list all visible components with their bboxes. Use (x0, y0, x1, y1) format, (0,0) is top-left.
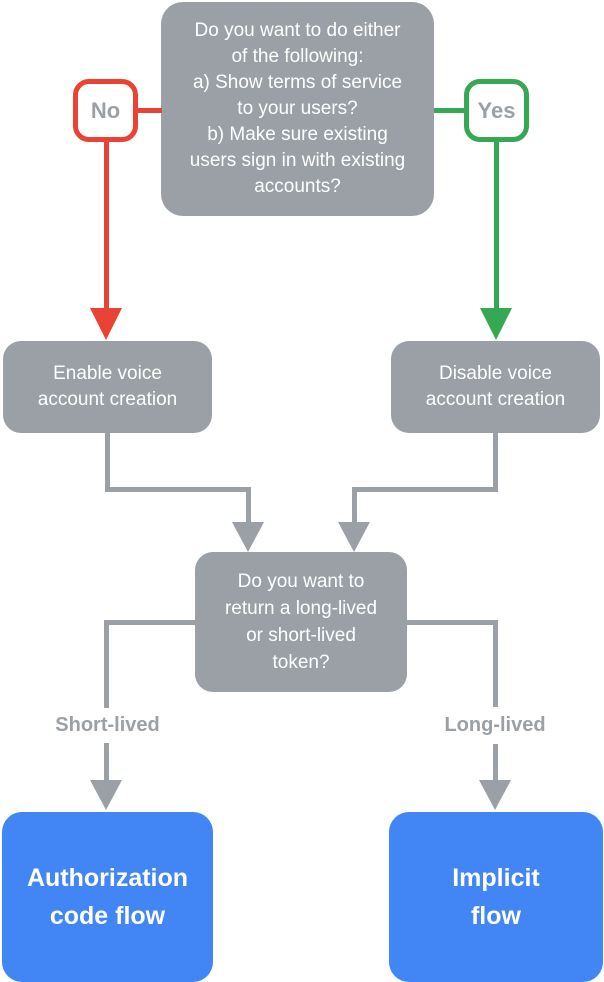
long-lived-arrowhead-icon (479, 780, 511, 810)
authorization-code-flow-box: Authorization code flow (2, 812, 213, 982)
long-lived-line-horizontal (407, 620, 496, 625)
short-lived-label: Short-lived (23, 708, 192, 743)
long-lived-label: Long-lived (410, 707, 580, 744)
no-branch-arrowhead-icon (90, 308, 122, 340)
yes-badge: Yes (464, 79, 529, 142)
implicit-flow-label: Implicit flow (452, 864, 540, 930)
merge-left-line-drop (246, 487, 251, 525)
short-lived-line-vertical (104, 620, 109, 782)
authorization-code-flow-label: Authorization code flow (26, 864, 189, 930)
short-lived-arrowhead-icon (90, 780, 122, 810)
disable-voice-box: Disable voice account creation (391, 341, 600, 433)
short-lived-line-horizontal (106, 620, 195, 625)
merge-right-line-horizontal (352, 487, 498, 492)
implicit-flow-box: Implicit flow (389, 812, 603, 982)
long-lived-line-vertical (493, 620, 498, 782)
enable-voice-label: Enable voice account creation (37, 363, 178, 410)
merge-right-line-drop (352, 487, 357, 525)
merge-right-line-vertical (493, 433, 498, 492)
no-branch-line-horizontal (136, 108, 162, 113)
merge-left-line-vertical (105, 433, 110, 492)
yes-branch-arrowhead-icon (480, 308, 512, 340)
merge-left-line-horizontal (105, 487, 251, 492)
no-badge: No (73, 79, 138, 142)
short-lived-label-text: Short-lived (55, 714, 160, 736)
token-question-text: Do you want to return a long-lived or sh… (224, 571, 378, 673)
no-badge-label: No (90, 97, 121, 123)
yes-branch-line-vertical (494, 140, 499, 310)
enable-voice-box: Enable voice account creation (3, 341, 212, 433)
top-question-text: Do you want to do either of the followin… (189, 20, 406, 197)
merge-left-arrowhead-icon (232, 522, 264, 552)
merge-right-arrowhead-icon (338, 522, 370, 552)
long-lived-label-text: Long-lived (444, 714, 546, 736)
token-question-box: Do you want to return a long-lived or sh… (195, 552, 407, 692)
yes-branch-line-horizontal (434, 108, 464, 113)
disable-voice-label: Disable voice account creation (425, 363, 566, 410)
no-branch-line-vertical (104, 140, 109, 310)
top-question-box: Do you want to do either of the followin… (161, 2, 434, 216)
yes-badge-label: Yes (477, 97, 516, 123)
